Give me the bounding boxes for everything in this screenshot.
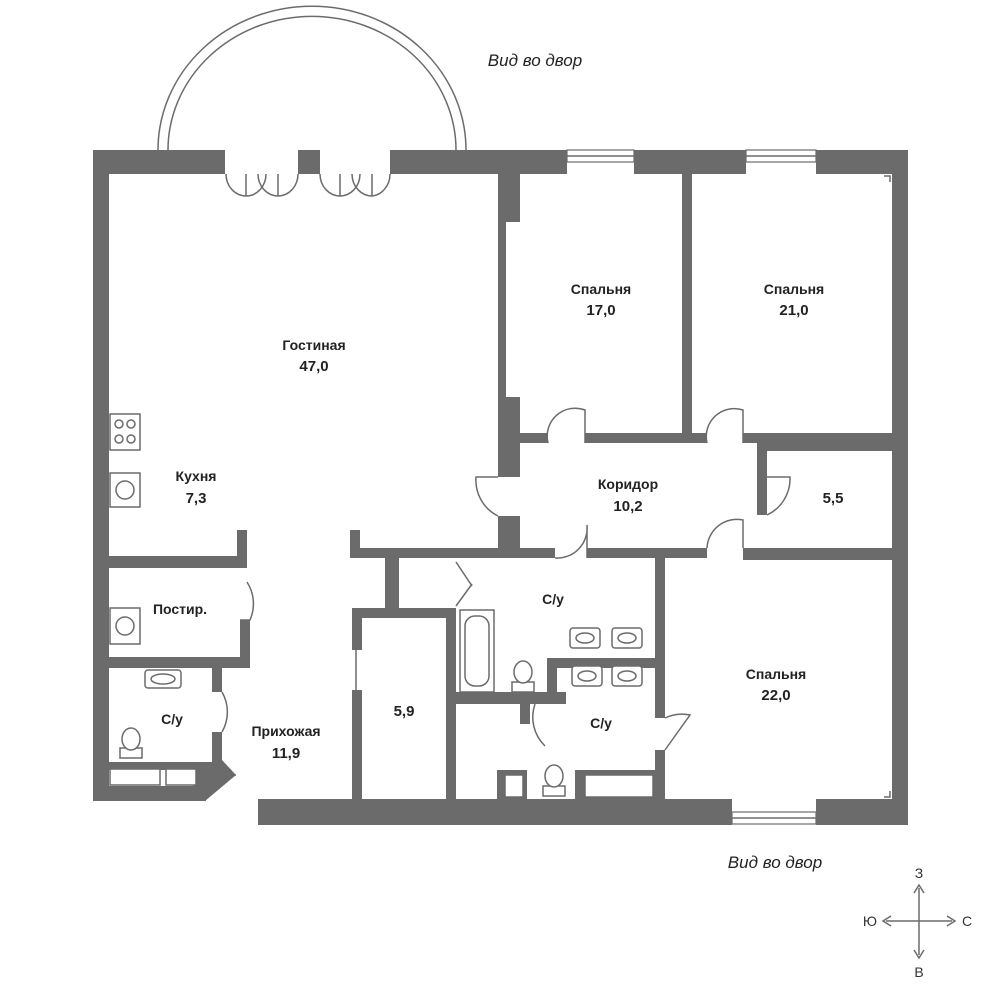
washbasin-icon bbox=[569, 627, 601, 649]
room-area-bedroom3: 22,0 bbox=[761, 687, 790, 704]
outer-walls bbox=[93, 150, 908, 825]
washbasin-icon bbox=[571, 665, 603, 687]
room-area-closet: 5,9 bbox=[394, 703, 415, 720]
windows bbox=[566, 149, 817, 825]
view-label-bottom: Вид во двор bbox=[728, 853, 822, 872]
compass-icon: З В Ю С bbox=[863, 865, 972, 980]
washbasin-icon bbox=[611, 665, 643, 687]
room-name-bath-left: С/у bbox=[161, 711, 183, 727]
compass-south-label: В bbox=[914, 964, 923, 980]
view-label-top: Вид во двор bbox=[488, 51, 582, 70]
room-name-laundry: Постир. bbox=[153, 601, 207, 617]
washbasin-icon bbox=[611, 627, 643, 649]
fixtures bbox=[109, 175, 891, 798]
interior-doors bbox=[204, 407, 791, 802]
balcony-doors bbox=[225, 173, 391, 197]
laundry-sink-icon bbox=[109, 607, 141, 645]
balcony-arc-inner bbox=[167, 15, 457, 151]
room-area-hall: 11,9 bbox=[272, 745, 300, 762]
room-area-corridor: 10,2 bbox=[613, 498, 642, 515]
toilet-icon bbox=[511, 660, 535, 693]
balcony-arc bbox=[157, 5, 467, 151]
room-name-bath-center: С/у bbox=[542, 591, 564, 607]
room-area-bedroom1: 17,0 bbox=[586, 302, 615, 319]
compass-east-label: С bbox=[962, 913, 972, 929]
interior-walls bbox=[109, 174, 892, 801]
room-name-living: Гостиная bbox=[282, 337, 345, 353]
room-name-bath-lower: С/у bbox=[590, 715, 612, 731]
room-name-bedroom2: Спальня bbox=[764, 281, 824, 297]
room-name-bedroom3: Спальня bbox=[746, 666, 806, 682]
room-area-kitchen: 7,3 bbox=[186, 490, 207, 507]
room-area-storage: 5,5 bbox=[823, 490, 844, 507]
room-name-bedroom1: Спальня bbox=[571, 281, 631, 297]
room-name-corridor: Коридор bbox=[598, 476, 658, 492]
kitchen-sink-icon bbox=[109, 472, 141, 508]
room-area-bedroom2: 21,0 bbox=[779, 302, 808, 319]
room-name-kitchen: Кухня bbox=[176, 468, 217, 484]
room-area-living: 47,0 bbox=[299, 358, 328, 375]
stove-icon bbox=[109, 413, 141, 451]
compass-west-label: Ю bbox=[863, 913, 877, 929]
washbasin-icon bbox=[144, 669, 182, 689]
toilet-icon bbox=[542, 764, 566, 797]
toilet-icon bbox=[119, 727, 143, 759]
room-name-hall: Прихожая bbox=[251, 723, 320, 739]
compass-north-label: З bbox=[915, 865, 923, 881]
